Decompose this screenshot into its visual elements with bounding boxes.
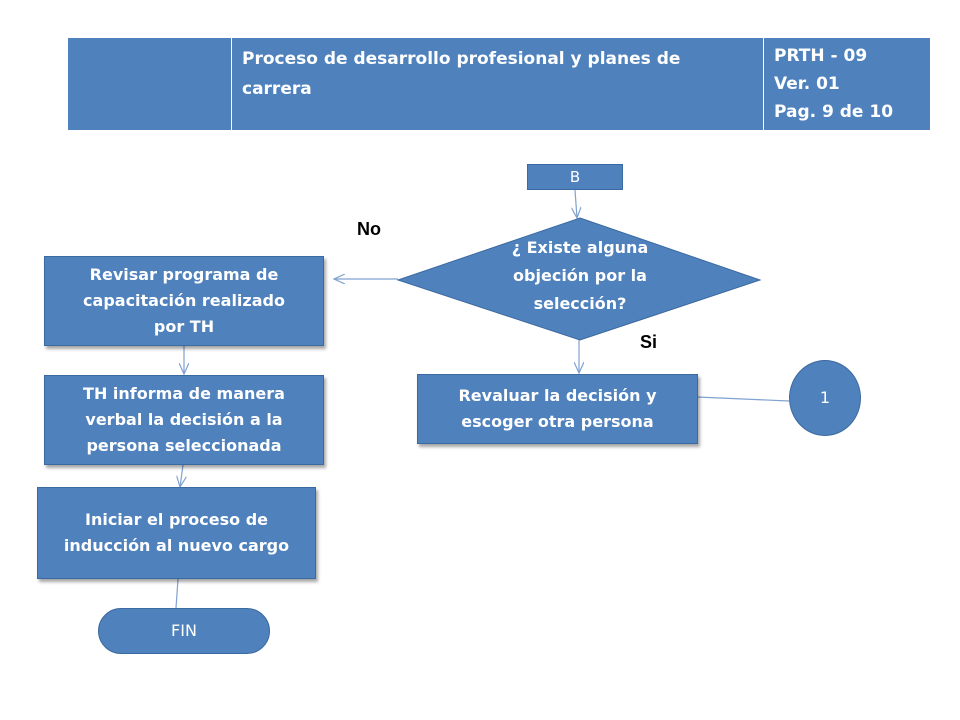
label-no: No (357, 219, 381, 239)
end-terminator: FIN (98, 608, 270, 654)
decision-line-1: ¿ Existe alguna (511, 238, 649, 257)
reevaluate-line-1: Revaluar la decisión y (458, 386, 657, 405)
header-title-line-2: carrera (242, 79, 312, 99)
reevaluate-box: Revaluar la decisión y escoger otra pers… (417, 374, 698, 444)
label-si: Si (640, 332, 658, 352)
decision-label: ¿ Existe alguna objeción por la selecció… (470, 234, 690, 318)
connector-b-label: B (569, 168, 581, 186)
line-induction-to-end (175, 578, 179, 609)
inform-line-1: TH informa de manera (83, 384, 285, 403)
decision-line-3: selección? (533, 294, 627, 313)
inform-line-2: verbal la decisión a la (85, 410, 283, 429)
start-induction-box: Iniciar el proceso de inducción al nuevo… (37, 487, 316, 579)
end-label: FIN (171, 621, 197, 640)
review-training-box: Revisar programa de capacitación realiza… (44, 256, 324, 346)
reevaluate-line-2: escoger otra persona (461, 412, 654, 431)
inform-decision-box: TH informa de manera verbal la decisión … (44, 375, 324, 465)
connector-1-label: 1 (819, 388, 831, 407)
review-line-3: por TH (153, 317, 215, 336)
connector-1-circle: 1 (789, 360, 861, 436)
inform-line-3: persona seleccionada (86, 436, 282, 455)
induction-line-1: Iniciar el proceso de (84, 510, 269, 529)
decision-diamond (396, 217, 762, 341)
arrow-b-to-decision (575, 189, 577, 218)
review-line-1: Revisar programa de (89, 265, 279, 284)
header-doc-code: PRTH - 09 (774, 46, 868, 66)
header-title: Proceso de desarrollo profesional y plan… (232, 38, 764, 130)
arrow-inform-to-induction (180, 464, 183, 487)
header-doc-version: Ver. 01 (774, 74, 840, 94)
connector-b: B (527, 164, 623, 190)
line-reevaluate-to-connector-1 (696, 396, 790, 402)
induction-line-2: inducción al nuevo cargo (63, 536, 290, 555)
header-title-line-1: Proceso de desarrollo profesional y plan… (242, 49, 681, 69)
decision-line-2: objeción por la (513, 266, 647, 285)
review-line-2: capacitación realizado (83, 291, 285, 310)
header-doc-page: Pag. 9 de 10 (774, 102, 894, 122)
header-doc-info: PRTH - 09 Ver. 01 Pag. 9 de 10 (764, 38, 930, 130)
header-empty-cell (68, 38, 232, 130)
